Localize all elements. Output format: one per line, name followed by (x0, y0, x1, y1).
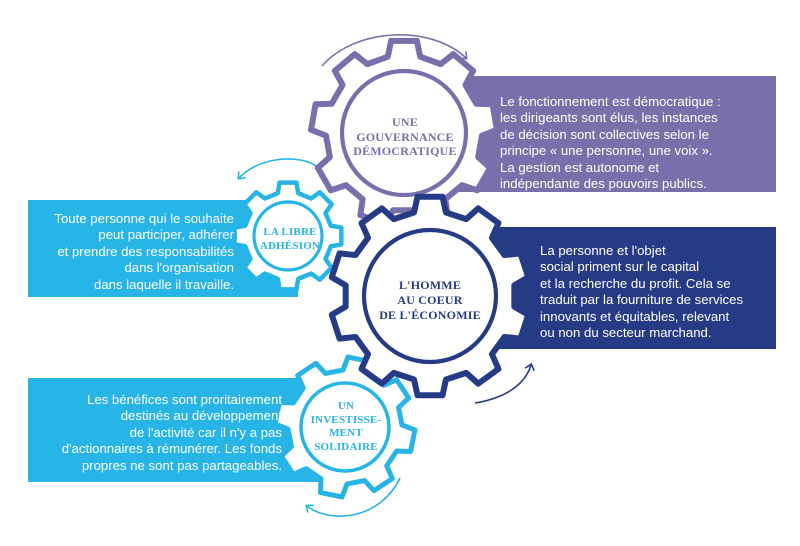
homme-gear (328, 193, 532, 399)
homme-label: L'HOMME AU COEUR DE L'ÉCONOMIE (379, 278, 481, 322)
libre-rotation-arrow (239, 158, 319, 178)
gear-body (232, 180, 344, 292)
gear-inner-ring (252, 200, 324, 272)
libre-label: LA LIBRE ADHÉSION (259, 226, 321, 252)
invest-box-bg (28, 378, 334, 482)
homme-description: La personne et l'objet social priment su… (540, 243, 744, 341)
gear-body (272, 354, 418, 500)
gear-inner-ring (299, 381, 391, 473)
governance-label: UNE GOUVERNANCE DÉMOCRATIQUE (353, 115, 457, 158)
libre-description: Toute personne qui le souhaite peut part… (54, 211, 234, 292)
gear-body (328, 193, 532, 399)
invest-label: UN INVESTISSE- MENT SOLIDAIRE (310, 400, 382, 453)
homme-rotation-arrow (474, 365, 531, 404)
governance-rotation-arrow (321, 34, 466, 67)
invest-rotation-arrow (307, 477, 401, 517)
gear-inner-ring (339, 68, 469, 198)
invest-gear (272, 354, 418, 500)
governance-description: Le fonctionnement est démocratique : les… (500, 94, 721, 192)
libre-gear (232, 180, 344, 292)
invest-description: Les bénéfices sont proritairement destin… (61, 392, 282, 473)
gear-inner-ring (361, 227, 499, 365)
